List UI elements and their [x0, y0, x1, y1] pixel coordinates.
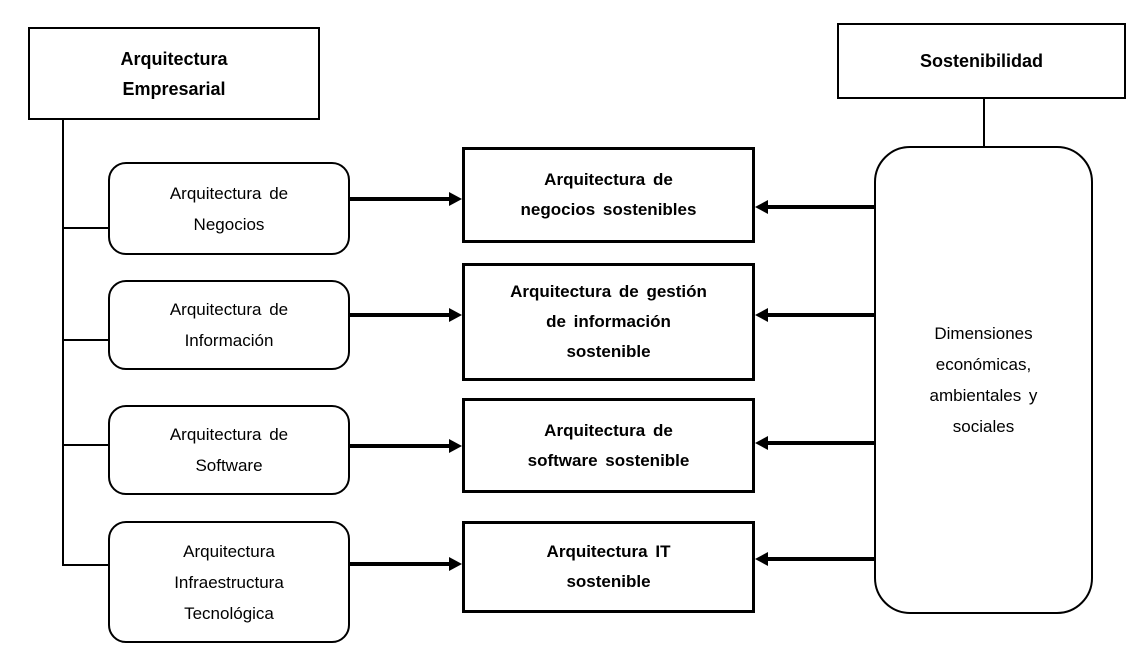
arrow-head-left-icon [755, 307, 768, 322]
node-arquitectura-de-software: Arquitectura de Software [108, 405, 350, 495]
node-label: Arquitectura Infraestructura Tecnológica [174, 541, 284, 623]
node-label: Arquitectura de Software [169, 425, 289, 475]
arrow-shaft [766, 313, 875, 317]
node-label: Arquitectura de software sostenible [527, 420, 690, 470]
arrow-shaft [350, 197, 451, 201]
arrow-software-to-sostenible [350, 438, 462, 454]
node-label: Sostenibilidad [919, 51, 1043, 71]
node-label: Arquitectura IT sostenible [546, 542, 671, 591]
node-label: Arquitectura de gestión de información s… [510, 282, 707, 361]
arrow-head-left-icon [755, 551, 768, 566]
arrow-shaft [350, 562, 451, 566]
node-arquitectura-de-informacion: Arquitectura de Información [108, 280, 350, 370]
arrow-dimensiones-to-gestion [755, 307, 875, 323]
arrow-shaft [766, 441, 875, 445]
arrow-dimensiones-to-it [755, 551, 875, 567]
arrow-shaft [766, 205, 875, 209]
node-label: Arquitectura de Negocios [169, 183, 289, 234]
arrow-dimensiones-to-software [755, 435, 875, 451]
arrow-shaft [350, 444, 451, 448]
branch-line-negocios [62, 227, 108, 229]
arrow-head-right-icon [449, 556, 462, 571]
arrow-dimensiones-to-negocios [755, 199, 875, 215]
left-tree-trunk-line [62, 120, 64, 566]
branch-line-software [62, 444, 108, 446]
node-dimensiones-sostenibilidad: Dimensiones económicas, ambientales y so… [874, 146, 1093, 614]
node-it-sostenible: Arquitectura IT sostenible [462, 521, 755, 613]
arrow-head-right-icon [449, 438, 462, 453]
arrow-informacion-to-sostenible [350, 307, 462, 323]
node-arquitectura-de-negocios: Arquitectura de Negocios [108, 162, 350, 255]
arrow-head-left-icon [755, 435, 768, 450]
arrow-shaft [350, 313, 451, 317]
arrow-head-left-icon [755, 199, 768, 214]
node-sostenibilidad: Sostenibilidad [837, 23, 1126, 99]
node-software-sostenible: Arquitectura de software sostenible [462, 398, 755, 493]
arrow-head-right-icon [449, 307, 462, 322]
arrow-shaft [766, 557, 875, 561]
node-label: Dimensiones económicas, ambientales y so… [929, 324, 1038, 436]
sostenibilidad-connector-line [983, 99, 985, 147]
node-label: Arquitectura de negocios sostenibles [520, 170, 697, 219]
branch-line-infraestructura [62, 564, 108, 566]
branch-line-informacion [62, 339, 108, 341]
arrow-infraestructura-to-sostenible [350, 556, 462, 572]
node-negocios-sostenibles: Arquitectura de negocios sostenibles [462, 147, 755, 243]
arrow-head-right-icon [449, 191, 462, 206]
node-gestion-informacion-sostenible: Arquitectura de gestión de información s… [462, 263, 755, 381]
node-label: Arquitectura Empresarial [120, 48, 228, 99]
node-arquitectura-infraestructura-tecnologica: Arquitectura Infraestructura Tecnológica [108, 521, 350, 643]
arrow-negocios-to-sostenible [350, 191, 462, 207]
node-arquitectura-empresarial: Arquitectura Empresarial [28, 27, 320, 120]
node-label: Arquitectura de Información [169, 300, 289, 350]
